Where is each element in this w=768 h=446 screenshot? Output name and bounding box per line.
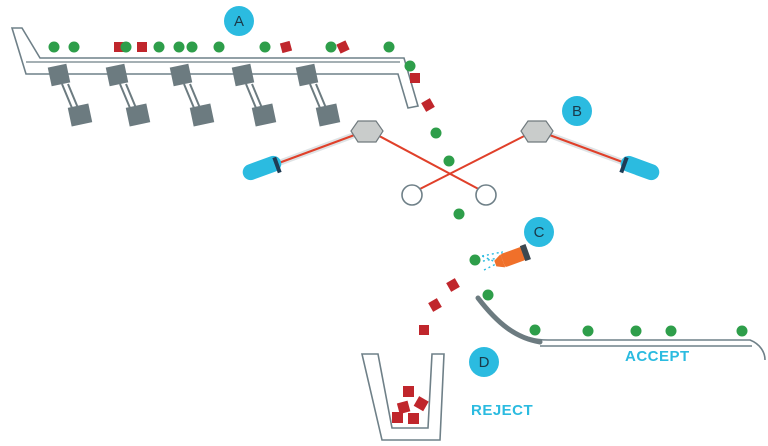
bad-item bbox=[410, 73, 420, 83]
accept-label: ACCEPT bbox=[625, 348, 690, 365]
svg-text:D: D bbox=[479, 354, 490, 371]
reject-label: REJECT bbox=[471, 402, 533, 419]
badge-a: A bbox=[224, 6, 254, 36]
good-item bbox=[120, 41, 132, 53]
bad-item bbox=[279, 40, 293, 54]
accept-conveyor bbox=[475, 289, 766, 361]
laser-emitter-icon bbox=[619, 155, 660, 181]
bad-item bbox=[408, 413, 419, 424]
hexagon-sensor-icon bbox=[350, 120, 384, 143]
bad-item bbox=[446, 278, 460, 292]
air-ejector bbox=[469, 244, 531, 271]
feeder-assemblies bbox=[47, 63, 341, 127]
bad-item bbox=[413, 396, 429, 412]
feeder-5 bbox=[295, 63, 341, 127]
badge-d: D bbox=[469, 347, 499, 377]
ring-receiver-icon bbox=[401, 184, 423, 206]
laser-emitter-icon bbox=[242, 155, 282, 181]
good-item bbox=[68, 41, 80, 53]
bad-item bbox=[428, 298, 442, 312]
good-item bbox=[453, 208, 465, 220]
bad-item bbox=[137, 42, 147, 52]
optical-inspection bbox=[242, 120, 660, 206]
badge-b: B bbox=[562, 96, 592, 126]
ring-receiver-icon bbox=[475, 184, 497, 206]
good-item bbox=[736, 325, 748, 337]
good-item bbox=[430, 127, 442, 139]
good-item bbox=[529, 324, 541, 336]
good-item bbox=[259, 41, 271, 53]
bad-item bbox=[421, 98, 435, 112]
good-item bbox=[482, 289, 494, 301]
bad-item bbox=[336, 40, 350, 54]
badge-c: C bbox=[524, 217, 554, 247]
air-jet-nozzle-icon bbox=[494, 244, 531, 268]
good-item bbox=[325, 41, 337, 53]
good-item bbox=[186, 41, 198, 53]
svg-text:A: A bbox=[234, 13, 244, 30]
bad-item bbox=[419, 325, 429, 335]
good-item bbox=[630, 325, 642, 337]
feeder-4 bbox=[231, 63, 277, 127]
hexagon-sensor-icon bbox=[520, 120, 554, 143]
feeder-2 bbox=[105, 63, 151, 127]
bad-item bbox=[403, 386, 414, 397]
good-item bbox=[469, 254, 481, 266]
bad-item bbox=[114, 42, 124, 52]
good-item bbox=[404, 60, 416, 72]
good-item bbox=[153, 41, 165, 53]
good-item bbox=[173, 41, 185, 53]
bad-item bbox=[392, 412, 403, 423]
good-item bbox=[665, 325, 677, 337]
chute-items bbox=[48, 40, 395, 54]
reject-bin bbox=[360, 353, 445, 441]
good-item bbox=[48, 41, 60, 53]
feeder-3 bbox=[169, 63, 215, 127]
good-item bbox=[582, 325, 594, 337]
good-item bbox=[383, 41, 395, 53]
svg-text:B: B bbox=[572, 103, 582, 120]
svg-text:C: C bbox=[534, 224, 545, 241]
bad-item bbox=[396, 400, 411, 415]
rejected-items bbox=[419, 278, 460, 335]
falling-items bbox=[404, 60, 465, 220]
good-item bbox=[443, 155, 455, 167]
feeder-1 bbox=[47, 63, 93, 127]
good-item bbox=[213, 41, 225, 53]
infeed-chute bbox=[10, 27, 420, 109]
